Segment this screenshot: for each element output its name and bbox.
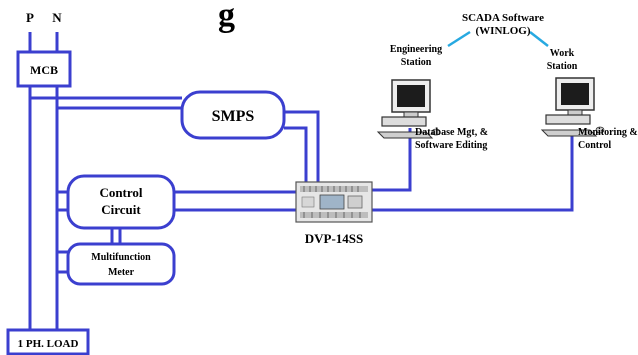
meter-line1: Multifunction bbox=[91, 252, 151, 263]
scada-line1: SCADA Software bbox=[462, 12, 544, 24]
engineering-station-line1: Engineering bbox=[390, 44, 442, 55]
control-circuit-line1: Control bbox=[99, 185, 142, 200]
work-station-line2: Station bbox=[547, 61, 578, 72]
mcb-label: MCB bbox=[30, 63, 58, 77]
scada-line2: (WINLOG) bbox=[476, 25, 531, 37]
multifunction-meter-block: Multifunction Meter bbox=[66, 242, 176, 286]
work-station-line1: Work bbox=[550, 48, 575, 59]
work-caption-line2: Control bbox=[578, 140, 611, 151]
load-block: 1 PH. LOAD bbox=[6, 328, 90, 355]
plc-label: DVP-14SS bbox=[305, 231, 364, 246]
load-label: 1 PH. LOAD bbox=[18, 338, 79, 350]
plc-module-icon bbox=[295, 181, 373, 223]
smps-label: SMPS bbox=[212, 108, 255, 125]
engineering-station-line2: Station bbox=[401, 57, 432, 68]
phase-p-label: P bbox=[26, 10, 34, 25]
scada-links bbox=[447, 30, 549, 48]
wiring bbox=[28, 32, 574, 330]
phase-n-label: N bbox=[52, 10, 62, 25]
meter-line2: Meter bbox=[108, 267, 135, 278]
header-partial-text: g bbox=[218, 0, 235, 34]
engineering-caption-line2: Software Editing bbox=[415, 140, 487, 151]
smps-block: SMPS bbox=[180, 90, 286, 140]
work-caption-line1: Monitoring & bbox=[578, 127, 638, 138]
mcb-block: MCB bbox=[16, 50, 72, 88]
control-circuit-line2: Circuit bbox=[101, 202, 141, 217]
control-circuit-block: Control Circuit bbox=[66, 174, 176, 230]
engineering-computer-icon bbox=[376, 79, 441, 139]
engineering-caption-line1: Database Mgt, & bbox=[415, 127, 488, 138]
work-computer-icon bbox=[540, 77, 605, 137]
